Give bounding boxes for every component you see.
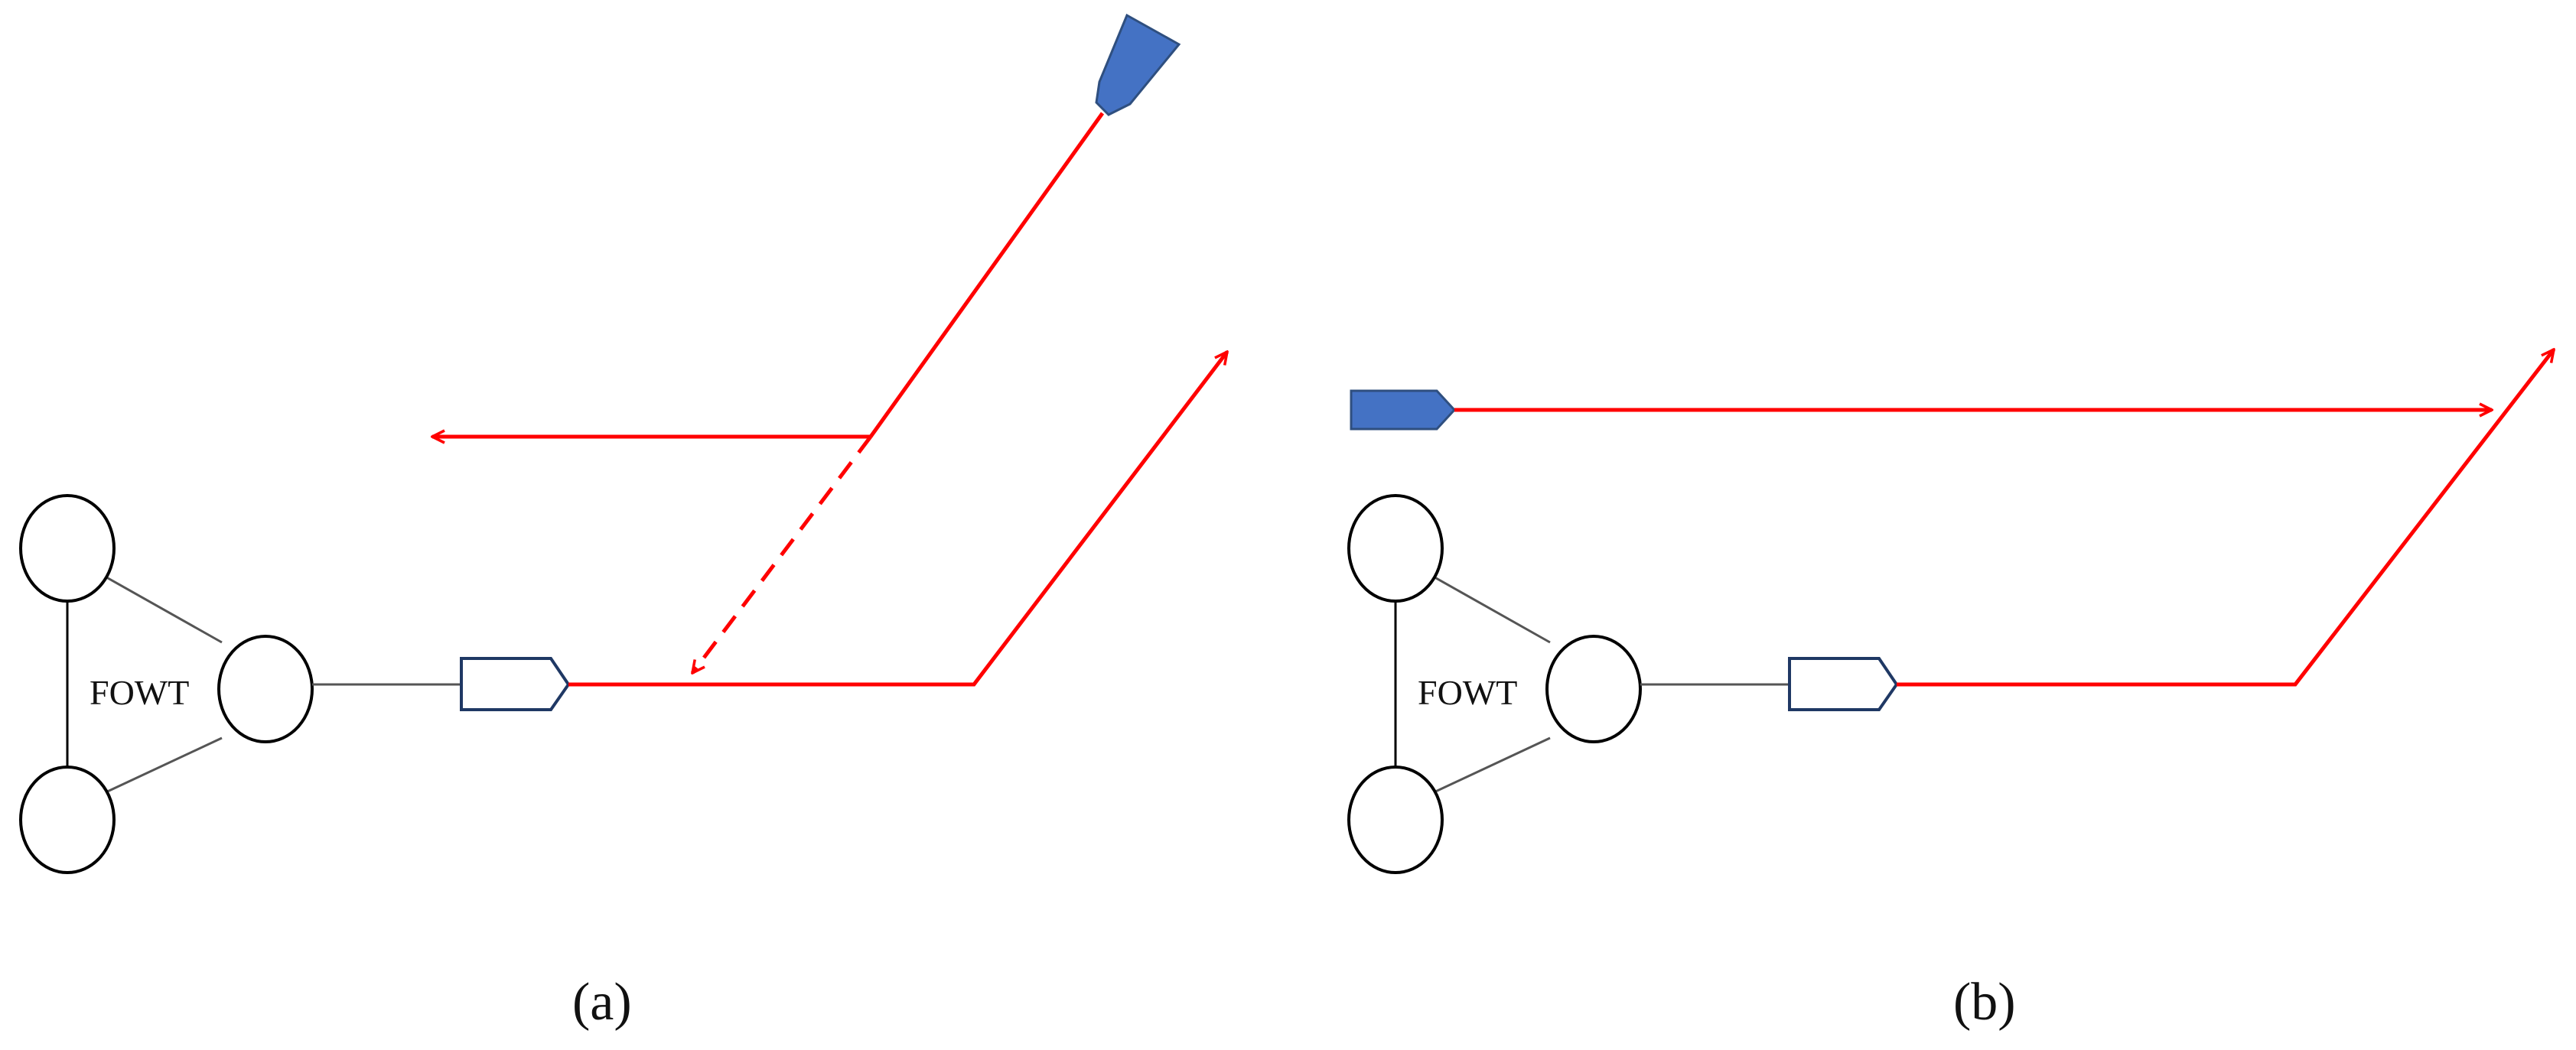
buoy-circle-icon xyxy=(1347,766,1444,874)
panel-caption-a: (a) xyxy=(572,973,632,1032)
platform-member xyxy=(1430,574,1551,644)
vessel-icon xyxy=(1350,389,1457,431)
buoy-circle-icon xyxy=(19,494,116,603)
fowt-label: FOWT xyxy=(90,673,189,712)
buoy-circle-icon xyxy=(19,766,116,874)
vessel-icon xyxy=(1095,13,1181,116)
panel-b: FOWT (b) xyxy=(1347,349,2554,1032)
approaching-vessel-track xyxy=(868,112,1105,438)
predicted-collision-path xyxy=(692,435,872,673)
platform-member xyxy=(102,736,223,795)
buoy-circle-icon xyxy=(217,635,314,743)
vessel-icon xyxy=(460,657,571,711)
buoy-circle-icon xyxy=(1545,635,1642,743)
platform-member xyxy=(1430,736,1551,795)
buoy-circle-icon xyxy=(1347,494,1444,603)
platform-member xyxy=(102,574,223,644)
moored-vessel-track xyxy=(1897,349,2554,687)
fowt-platform-a: FOWT xyxy=(19,494,314,874)
fowt-platform-b: FOWT xyxy=(1347,494,1642,874)
moored-vessel-track xyxy=(568,352,1227,687)
fowt-label: FOWT xyxy=(1418,673,1517,712)
panel-a: FOWT (a) xyxy=(19,13,1227,1032)
panel-caption-b: (b) xyxy=(1953,973,2016,1032)
vessel-icon xyxy=(1788,657,1899,711)
